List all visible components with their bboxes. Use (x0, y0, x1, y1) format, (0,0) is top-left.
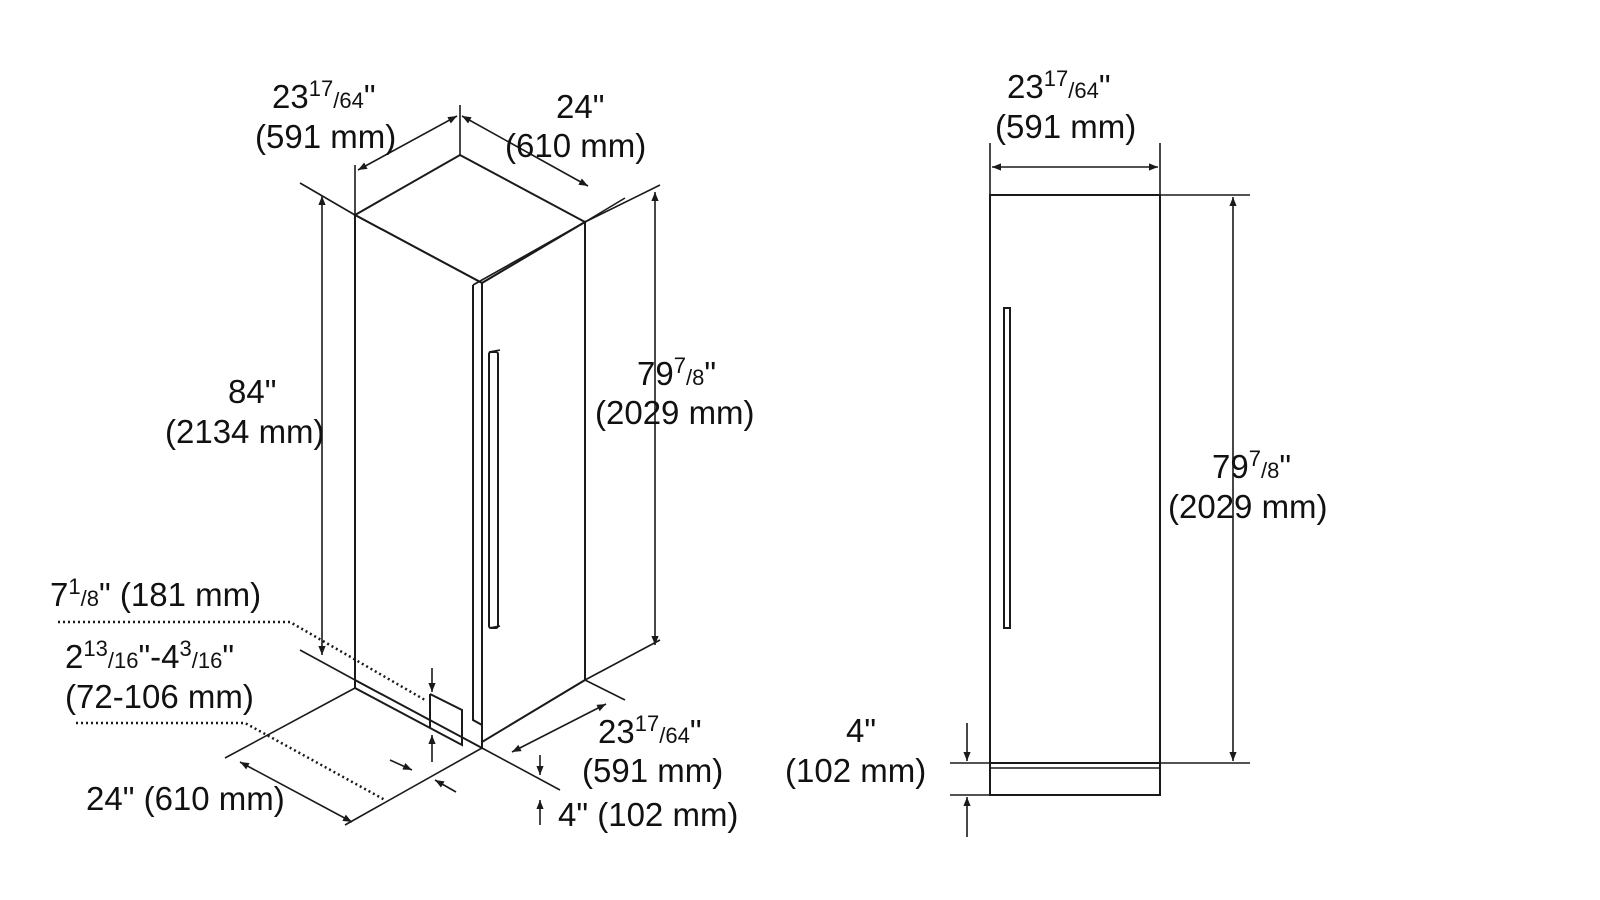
bottom-width-dimension-arrow (239, 761, 353, 823)
front-toe-label: 4" (846, 712, 876, 749)
ext-line (299, 649, 356, 681)
handle-mount-top (488, 349, 501, 353)
front-width-metric: (591 mm) (995, 108, 1136, 145)
top-depth-dimension-arrow (357, 115, 458, 171)
front-view: 2317/64" (591 mm) 797/8" (2029 mm) 4" (1… (785, 66, 1328, 837)
ext-line (584, 679, 626, 701)
top-depth-label: 2317/64" (272, 76, 376, 115)
top-width-metric: (610 mm) (505, 127, 646, 164)
total-height-metric: (2134 mm) (165, 413, 325, 450)
cabinet-height-metric: (2029 mm) (595, 394, 755, 431)
leveling-range-label: 213/16"-43/16" (65, 636, 234, 675)
toe-height-label: 4" (102 mm) (558, 796, 738, 833)
bottom-width-label: 24" (610 mm) (86, 780, 285, 817)
ext-line (481, 747, 561, 791)
cabinet-height-label: 797/8" (637, 353, 716, 392)
door-edge (472, 285, 483, 726)
cabinet-side-face (354, 213, 483, 750)
door-top-edge (472, 225, 579, 286)
leveling-leader (76, 721, 386, 802)
door-handle (488, 351, 499, 629)
bottom-depth-dimension-arrow (511, 703, 607, 753)
front-height-label: 797/8" (1212, 446, 1291, 485)
front-toe-metric: (102 mm) (785, 752, 926, 789)
bottom-depth-label: 2317/64" (598, 711, 702, 750)
ext-line (584, 639, 661, 681)
top-depth-metric: (591 mm) (255, 118, 396, 155)
leveling-arrow-left (389, 759, 413, 771)
front-cabinet-outline (989, 194, 1161, 796)
leveling-range-metric: (72-106 mm) (65, 678, 254, 715)
ext-line (344, 747, 483, 826)
ext-line (299, 182, 356, 216)
handle-mount-bottom (488, 625, 501, 629)
top-width-label: 24" (556, 88, 604, 125)
toe-depth-leader (58, 620, 426, 702)
bottom-depth-metric: (591 mm) (582, 752, 723, 789)
front-height-metric: (2029 mm) (1168, 488, 1328, 525)
ext-line (224, 687, 356, 759)
front-width-label: 2317/64" (1007, 66, 1111, 105)
total-height-label: 84" (228, 373, 276, 410)
isometric-view: 2317/64" (591 mm) 24" (610 mm) 84" (2134… (50, 76, 755, 833)
toe-kick-outline (354, 680, 463, 747)
top-width-dimension-arrow (461, 115, 589, 187)
front-door-handle (1003, 307, 1011, 629)
ext-line (584, 184, 661, 223)
toe-depth-label: 71/8" (181 mm) (50, 574, 261, 613)
leveling-arrow-right (434, 779, 457, 793)
